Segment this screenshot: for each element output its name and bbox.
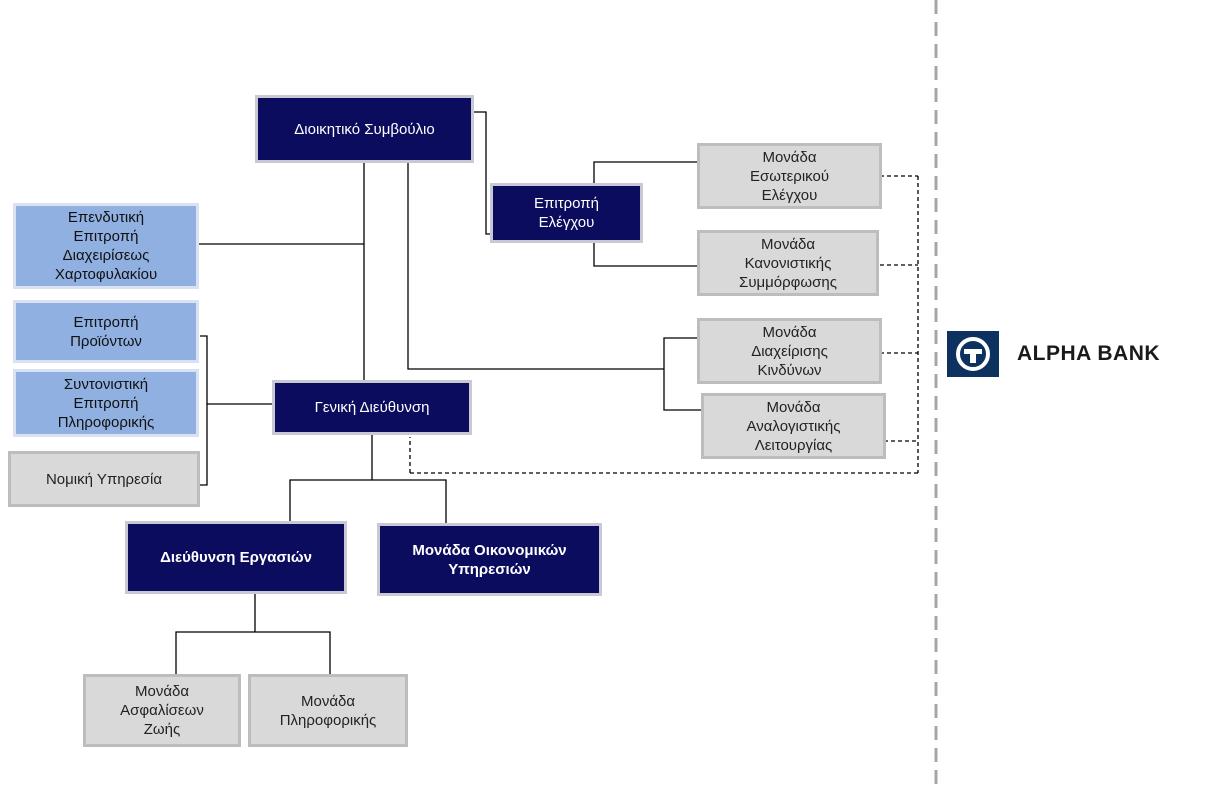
it-steering-committee-label: Συντονιστική Επιτροπή Πληροφορικής	[57, 375, 155, 431]
legal-service-box: Νομική Υπηρεσία	[8, 451, 200, 507]
life-insurance-unit-label: Μονάδα Ασφαλίσεων Ζωής	[120, 683, 204, 738]
risk-actuarial-bracket	[663, 337, 703, 411]
life-insurance-unit-box: Μονάδα Ασφαλίσεων Ζωής	[83, 674, 241, 747]
operations-split-connector	[175, 631, 331, 675]
board-to-risk-connector	[407, 163, 664, 370]
compliance-unit-label: Μονάδα Κανονιστικής Συμμόρφωσης	[739, 235, 837, 291]
legal-service-label: Νομική Υπηρεσία	[45, 470, 163, 488]
investment-committee-label: Επενδυτική Επιτροπή Διαχειρίσεως Χαρτοφυ…	[54, 209, 158, 283]
brand-name: ALPHA BANK	[1017, 342, 1161, 365]
internal-audit-unit-box: Μονάδα Εσωτερικού Ελέγχου	[697, 143, 882, 209]
products-committee-label: Επιτροπή Προϊόντων	[70, 313, 142, 350]
general-management-split-connector	[289, 479, 447, 526]
risk-management-unit-box: Μονάδα Διαχείρισης Κινδύνων	[697, 318, 882, 384]
financial-services-unit-box: Μονάδα Οικονομικών Υπηρεσιών	[377, 523, 602, 596]
it-unit-label: Μονάδα Πληροφορικής	[279, 692, 377, 729]
board-label: Διοικητικό Συμβούλιο	[294, 120, 435, 138]
financial-services-unit-label: Μονάδα Οικονομικών Υπηρεσιών	[412, 541, 567, 578]
it-steering-committee-box: Συντονιστική Επιτροπή Πληροφορικής	[13, 369, 199, 437]
products-committee-box: Επιτροπή Προϊόντων	[13, 300, 199, 363]
audit-to-compliance-connector	[593, 242, 699, 267]
alpha-bank-emblem-icon	[947, 331, 999, 377]
general-management-label: Γενική Διεύθυνση	[314, 399, 430, 416]
compliance-unit-box: Μονάδα Κανονιστικής Συμμόρφωσης	[697, 230, 879, 296]
audit-to-internal-audit-connector	[593, 161, 699, 186]
internal-audit-unit-label: Μονάδα Εσωτερικού Ελέγχου	[749, 148, 830, 204]
actuarial-unit-box: Μονάδα Αναλογιστικής Λειτουργίας	[701, 393, 886, 459]
it-unit-box: Μονάδα Πληροφορικής	[248, 674, 408, 747]
audit-committee-box: Επιτροπή Ελέγχου	[490, 183, 643, 243]
operations-division-box: Διεύθυνση Εργασιών	[125, 521, 347, 594]
risk-management-unit-label: Μονάδα Διαχείρισης Κινδύνων	[751, 323, 828, 379]
general-management-box: Γενική Διεύθυνση	[272, 380, 472, 435]
operations-division-label: Διεύθυνση Εργασιών	[160, 549, 312, 566]
board-box: Διοικητικό Συμβούλιο	[255, 95, 474, 163]
committees-bracket	[200, 335, 208, 486]
actuarial-unit-label: Μονάδα Αναλογιστικής Λειτουργίας	[746, 398, 841, 454]
board-to-audit-connector	[474, 111, 490, 235]
investment-committee-box: Επενδυτική Επιτροπή Διαχειρίσεως Χαρτοφυ…	[13, 203, 199, 289]
alpha-bank-logo: ALPHA BANK	[947, 331, 1160, 377]
audit-committee-label: Επιτροπή Ελέγχου	[534, 195, 599, 231]
dashed-reporting-lines	[409, 175, 919, 474]
